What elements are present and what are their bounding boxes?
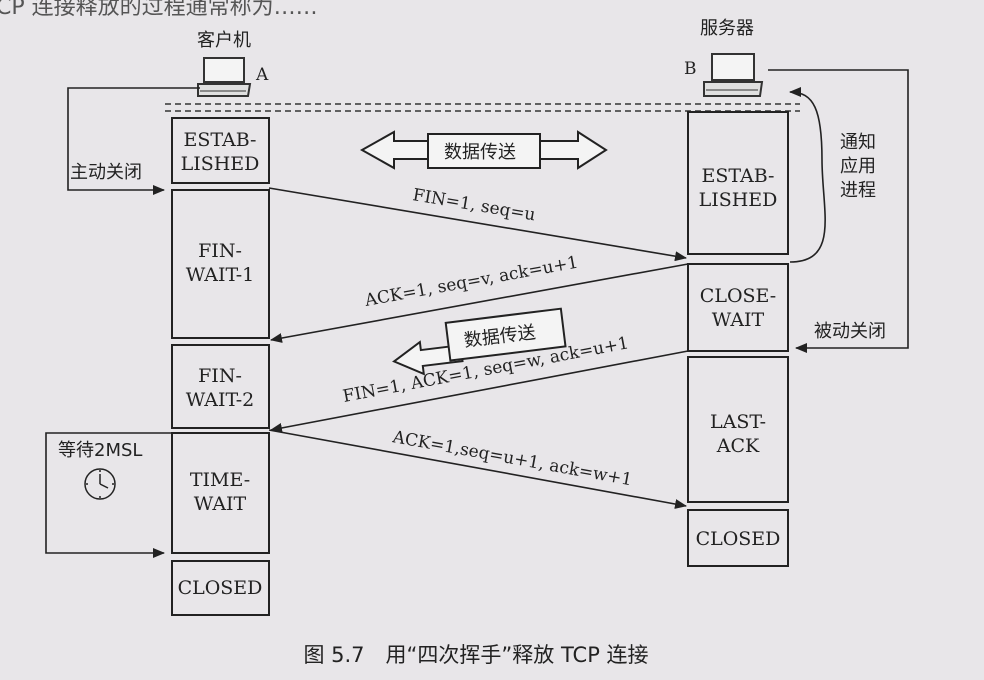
client-letter: A — [255, 65, 269, 85]
passive-close-bracket — [768, 69, 909, 353]
server-state-box-established — [687, 111, 789, 255]
wait-2msl-label: 等待2MSL — [58, 440, 142, 461]
active-close-label: 主动关闭 — [70, 162, 142, 183]
server-state-established-line1: ESTAB- — [702, 165, 775, 187]
message-arrow-fin — [268, 187, 687, 262]
data-transfer-label-box — [427, 133, 541, 169]
server-state-close-wait-line1: CLOSE- — [700, 285, 776, 307]
notify-app-line3: 进程 — [840, 180, 876, 201]
client-computer-icon — [197, 57, 252, 97]
client-state-box-closed — [171, 560, 270, 616]
client-state-fin-wait-1-line1: FIN- — [198, 240, 242, 262]
server-letter: B — [684, 59, 697, 79]
server-state-closed: CLOSED — [696, 528, 781, 550]
client-state-established-line1: ESTAB- — [184, 129, 257, 151]
client-state-closed: CLOSED — [178, 577, 263, 599]
client-state-fin-wait-2-line2: WAIT-2 — [186, 389, 255, 411]
client-state-fin-wait-2-line1: FIN- — [198, 365, 242, 387]
server-state-last-ack-line2: ACK — [716, 435, 760, 457]
message-label-fin: FIN=1, seq=u — [411, 185, 537, 225]
notify-app-line2: 应用 — [840, 156, 876, 177]
clock-icon — [84, 468, 116, 500]
client-title: 客户机 — [197, 30, 251, 51]
passive-close-label: 被动关闭 — [814, 321, 886, 342]
notify-app-line1: 通知 — [840, 132, 876, 153]
server-state-close-wait-line2: WAIT — [712, 309, 765, 331]
wait-2msl-bracket — [45, 432, 172, 558]
message-arrow-final-ack — [268, 429, 687, 509]
server-state-last-ack-line1: LAST- — [710, 411, 766, 433]
message-arrow-fin-ack — [270, 350, 689, 433]
active-close-bracket — [67, 87, 200, 195]
server-state-established-line2: LISHED — [699, 189, 778, 211]
client-state-time-wait-line1: TIME- — [190, 469, 250, 491]
server-title: 服务器 — [700, 18, 754, 39]
server-computer-icon — [703, 53, 764, 97]
client-state-box-time-wait — [171, 432, 270, 554]
message-arrow-ack — [270, 263, 689, 343]
data-transfer-oneway-arrow: 数据传送 — [392, 307, 567, 376]
client-state-established-line2: LISHED — [181, 153, 260, 175]
server-state-box-close-wait — [687, 263, 789, 352]
data-transfer-label: 数据传送 — [444, 142, 516, 163]
notify-app-curve — [789, 87, 826, 263]
client-state-box-fin-wait-2 — [171, 344, 270, 429]
server-state-box-last-ack — [687, 356, 789, 503]
client-state-time-wait-line2: WAIT — [194, 493, 247, 515]
figure-caption: 图 5.7 用“四次挥手”释放 TCP 连接 — [303, 643, 648, 667]
client-state-box-fin-wait-1 — [171, 189, 270, 339]
client-state-box-established — [171, 117, 270, 184]
client-state-fin-wait-1-line2: WAIT-1 — [186, 264, 255, 286]
message-label-ack: ACK=1, seq=v, ack=u+1 — [362, 253, 579, 312]
header-fragment: CP 连接释放的过程通常称为…… — [0, 0, 318, 20]
server-state-box-closed — [687, 509, 789, 567]
